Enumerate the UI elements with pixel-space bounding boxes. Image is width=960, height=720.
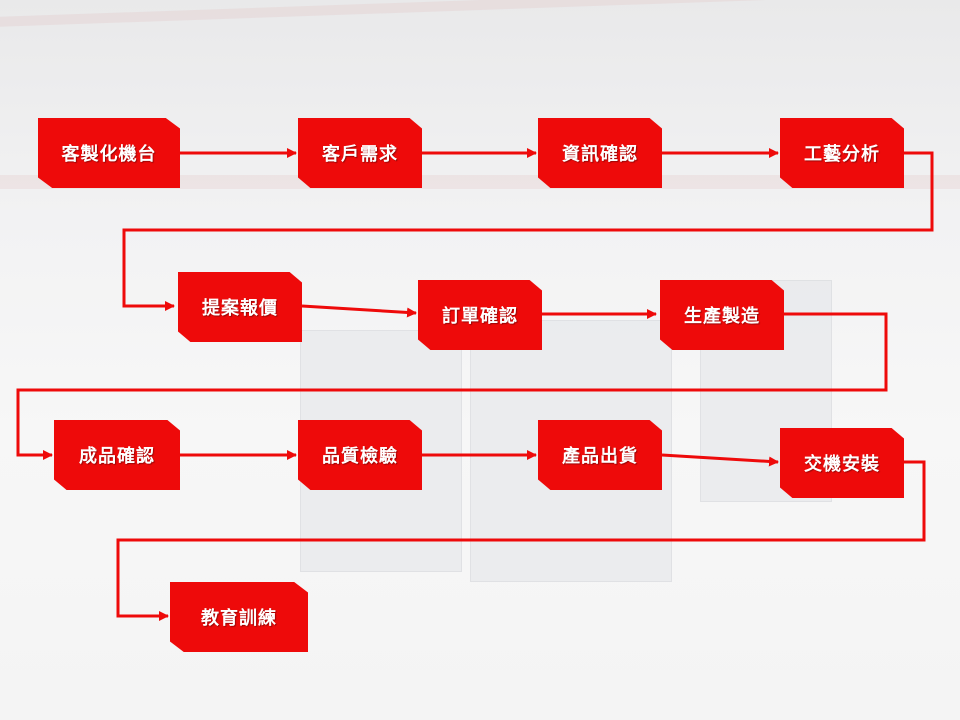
flow-node: 品質檢驗 <box>298 420 422 490</box>
node-label: 提案報價 <box>202 294 278 320</box>
flow-arrow <box>302 306 416 313</box>
flow-node: 交機安裝 <box>780 428 904 498</box>
node-label: 工藝分析 <box>804 140 880 166</box>
node-label: 品質檢驗 <box>322 442 398 468</box>
node-label: 教育訓練 <box>201 604 277 630</box>
flow-node: 提案報價 <box>178 272 302 342</box>
flow-arrow <box>662 455 778 462</box>
flow-node: 生產製造 <box>660 280 784 350</box>
node-label: 成品確認 <box>79 442 155 468</box>
flow-node: 資訊確認 <box>538 118 662 188</box>
node-label: 客戶需求 <box>322 140 398 166</box>
flow-node: 客製化機台 <box>38 118 180 188</box>
node-label: 資訊確認 <box>562 140 638 166</box>
node-label: 生產製造 <box>684 302 760 328</box>
flow-node: 產品出貨 <box>538 420 662 490</box>
flow-node: 客戶需求 <box>298 118 422 188</box>
flow-node: 訂單確認 <box>418 280 542 350</box>
node-label: 訂單確認 <box>442 302 518 328</box>
node-label: 交機安裝 <box>804 450 880 476</box>
flow-node: 成品確認 <box>54 420 180 490</box>
flow-node: 工藝分析 <box>780 118 904 188</box>
node-label: 產品出貨 <box>562 442 638 468</box>
node-label: 客製化機台 <box>62 140 157 166</box>
flow-node: 教育訓練 <box>170 582 308 652</box>
